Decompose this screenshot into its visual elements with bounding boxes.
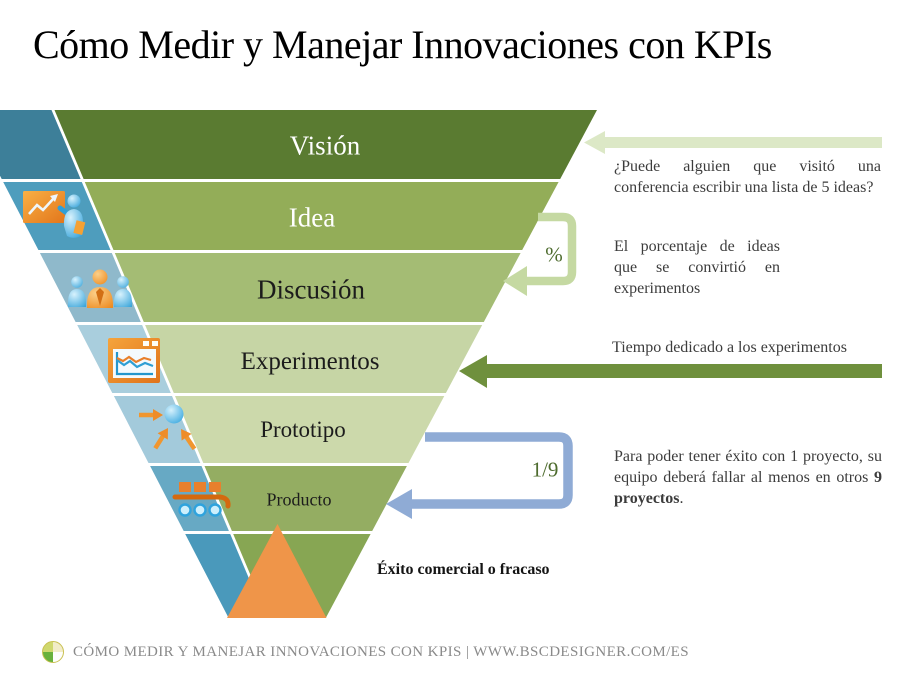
- funnel-label-discusion: Discusión: [257, 274, 365, 305]
- footer-credit-text: CÓMO MEDIR Y MANEJAR INNOVACIONES CON KP…: [73, 643, 689, 660]
- percent-bracket: [527, 212, 577, 286]
- funnel-label-experimentos: Experimentos: [240, 348, 380, 375]
- page-title: Cómo Medir y Manejar Innovaciones con KP…: [33, 22, 772, 67]
- percent-description-text: El porcentaje de ideas que se convirtió …: [614, 238, 780, 297]
- ratio-bracket-arrowhead-icon: [386, 489, 412, 519]
- converging-arrows-ball-icon: [137, 402, 201, 461]
- ratio-bracket: [412, 432, 573, 509]
- funnel-green-segment-producto: [204, 466, 407, 531]
- funnel-label-producto: Producto: [266, 489, 332, 510]
- outcome-triangle: [227, 524, 327, 618]
- percent-bracket-arrowhead-icon: [503, 266, 527, 296]
- vision-arrow-icon: [584, 131, 882, 154]
- chart-window-icon: [107, 336, 165, 393]
- presenter-board-icon: [22, 186, 92, 249]
- funnel-label-idea: Idea: [288, 202, 336, 233]
- funnel-green-segment-experimentos: [145, 325, 483, 393]
- experiments-time-text: Tiempo dedicado a los experimentos: [612, 339, 847, 356]
- vision-question-text: ¿Puede alguien que visitó una conferenci…: [614, 158, 881, 196]
- ratio-text-bold: 9 proyectos: [614, 469, 882, 507]
- experiments-arrow-icon: [459, 355, 882, 388]
- funnel-green-segment-prototipo: [175, 396, 445, 463]
- ratio-symbol: 1/9: [531, 457, 559, 482]
- sphere-logo-icon: [42, 641, 64, 663]
- percent-symbol: %: [545, 242, 563, 267]
- funnel-blue-segment-vision: [0, 110, 81, 179]
- funnel-green-segment-idea: [84, 182, 559, 250]
- funnel-label-vision: Visión: [289, 130, 361, 161]
- ratio-description-text: Para poder tener éxito con 1 proyecto, s…: [614, 446, 882, 509]
- funnel-label-prototipo: Prototipo: [260, 417, 346, 442]
- ratio-text-part2: .: [679, 490, 684, 507]
- funnel-green-segment-vision: [54, 110, 597, 179]
- footer: CÓMO MEDIR Y MANEJAR INNOVACIONES CON KP…: [42, 641, 689, 663]
- outcome-text: Éxito comercial o fracaso: [377, 561, 550, 578]
- ratio-text-part1: Para poder tener éxito con 1 proyecto, s…: [614, 448, 882, 486]
- conveyor-belt-icon: [172, 479, 238, 528]
- team-people-icon: [66, 267, 134, 324]
- funnel-green-segment-discusion: [114, 253, 521, 322]
